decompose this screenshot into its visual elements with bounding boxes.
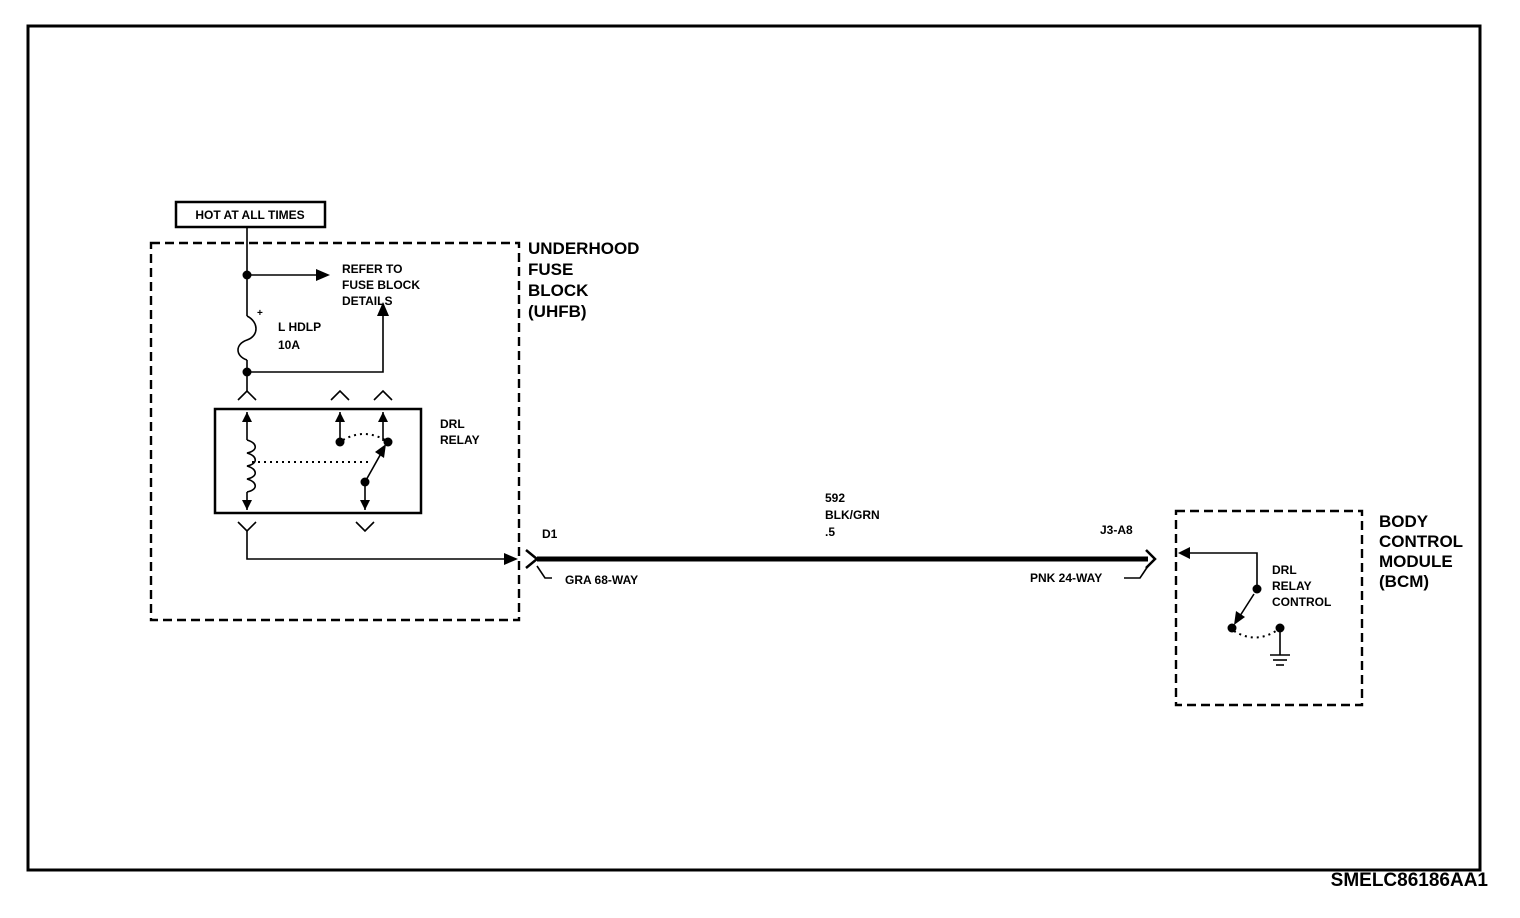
fuse-name: L HDLP: [278, 320, 321, 334]
bcm-title-line-4: (BCM): [1379, 572, 1429, 591]
connector-j3-name: PNK 24-WAY: [1030, 571, 1102, 585]
bcm-switch-blade-arrow: [1234, 611, 1245, 625]
relay-connector-coil-top: [237, 389, 257, 401]
circuit-number: 592: [825, 491, 845, 505]
fuse-label: L HDLP 10A: [278, 320, 321, 352]
fuse-terminal-mark: +: [257, 308, 263, 319]
connector-d1-name: GRA 68-WAY: [565, 573, 638, 587]
refer-line-3: DETAILS: [342, 294, 392, 308]
bcm-title-line-3: MODULE: [1379, 552, 1453, 571]
ground-icon: [1270, 654, 1290, 666]
power-source-label: HOT AT ALL TIMES: [195, 208, 304, 222]
fuse-rating: 10A: [278, 338, 300, 352]
bcm-control-line-2: RELAY: [1272, 579, 1312, 593]
refer-line-2: FUSE BLOCK: [342, 278, 420, 292]
relay-connector-coil-bottom: [237, 521, 257, 533]
relay-com-arrow: [378, 412, 388, 422]
relay-contact-arc: [342, 433, 386, 441]
relay-connector-no-top: [330, 389, 350, 401]
relay-coil: [246, 439, 257, 493]
connector-j3-bracket: [1124, 565, 1149, 579]
drl-relay-label: DRL RELAY: [440, 417, 480, 447]
relay-connector-com-top: [373, 389, 393, 401]
connector-j3-pin: J3-A8: [1100, 523, 1133, 537]
fuse-element: [237, 315, 257, 361]
power-source-box: HOT AT ALL TIMES: [174, 200, 327, 229]
relay-switch-blade: [364, 449, 384, 483]
relay-no-contact: [335, 437, 345, 447]
bcm-boundary: [1174, 509, 1364, 707]
bcm-control-line-3: CONTROL: [1272, 595, 1331, 609]
refer-line-1: REFER TO: [342, 262, 402, 276]
refer-arrow-head: [316, 269, 330, 281]
relay-connector-pivot-bottom: [355, 521, 375, 533]
relay-pivot-arrow: [360, 500, 370, 510]
uhfb-title-line-1: UNDERHOOD: [528, 239, 639, 258]
sheet-code: SMELC86186AA1: [1331, 870, 1489, 891]
bcm-input-arrow-head: [1178, 547, 1190, 559]
relay-to-d1-arrow: [504, 553, 518, 565]
connector-d1-bracket: [536, 565, 552, 579]
bcm-title-line-2: CONTROL: [1379, 532, 1463, 551]
connector-d1-symbol: [525, 549, 539, 569]
details-arrow-line: [247, 312, 384, 373]
drl-relay-label-line-2: RELAY: [440, 433, 480, 447]
bcm-switch-upper-contact: [1252, 584, 1262, 594]
connector-j3-symbol: [1145, 549, 1157, 569]
page-frame: [26, 24, 1482, 872]
connector-d1-pin: D1: [542, 527, 558, 541]
bcm-control-label: DRL RELAY CONTROL: [1272, 563, 1331, 609]
bcm-title: BODY CONTROL MODULE (BCM): [1379, 512, 1463, 591]
bcm-input-wire: [1186, 552, 1258, 587]
bcm-control-line-1: DRL: [1272, 563, 1297, 577]
bcm-title-line-1: BODY: [1379, 512, 1429, 531]
circuit-label: 592 BLK/GRN .5: [825, 491, 880, 539]
bcm-switch-arc: [1233, 630, 1277, 639]
drl-relay-label-line-1: DRL: [440, 417, 465, 431]
uhfb-title-line-3: BLOCK: [528, 281, 589, 300]
details-arrow-head: [377, 302, 389, 316]
circuit-color: BLK/GRN: [825, 508, 880, 522]
relay-coil-bottom-arrow: [242, 500, 252, 510]
circuit-gauge: .5: [825, 525, 835, 539]
uhfb-title-line-2: FUSE: [528, 260, 573, 279]
relay-no-arrow: [335, 412, 345, 422]
bcm-switch-lower-contact: [1227, 623, 1237, 633]
relay-to-d1-wire: [246, 531, 510, 560]
refer-note: REFER TO FUSE BLOCK DETAILS: [342, 262, 420, 308]
uhfb-title: UNDERHOOD FUSE BLOCK (UHFB): [528, 239, 639, 321]
uhfb-title-line-4: (UHFB): [528, 302, 587, 321]
uhfb-boundary: [149, 241, 521, 622]
relay-switch-blade-arrow: [375, 444, 386, 458]
relay-coil-top-arrow: [242, 412, 252, 422]
drl-relay-box: [213, 407, 423, 515]
